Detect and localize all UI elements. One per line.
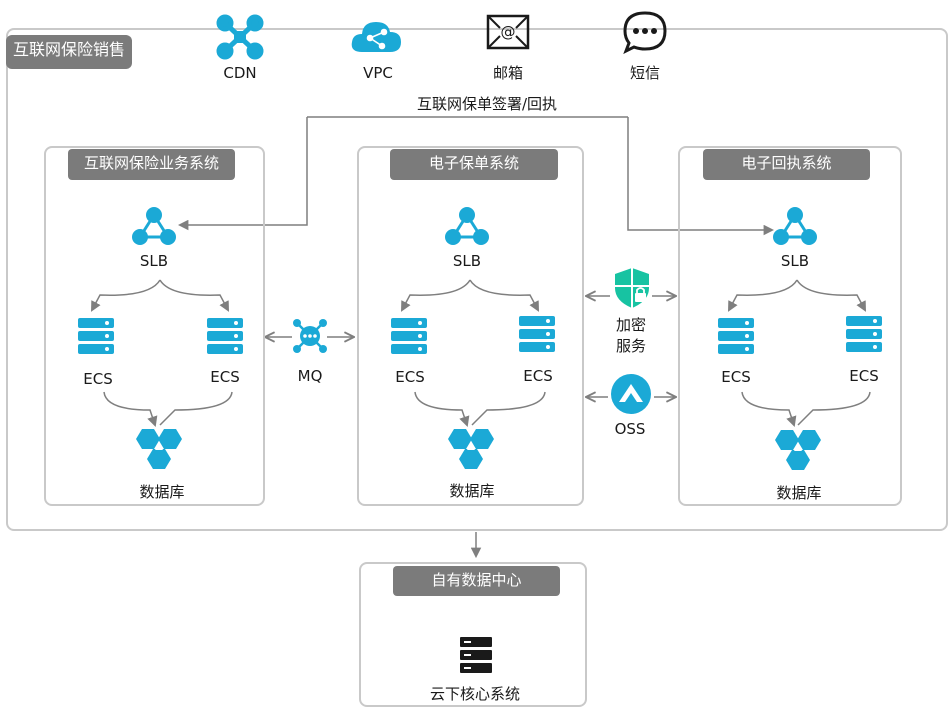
mq-label: MQ <box>297 367 323 385</box>
server-icon <box>78 318 114 354</box>
core-system-label: 云下核心系统 <box>429 685 521 703</box>
encrypt-service-label: 加密 服务 <box>615 316 646 355</box>
server-icon <box>519 316 555 352</box>
cdn-label: CDN <box>223 64 257 82</box>
sms-icon <box>623 11 667 54</box>
cdn-icon <box>216 14 264 60</box>
business-system-title: 互联网保险业务系统 <box>68 149 235 180</box>
outer-frame <box>6 28 948 531</box>
flow-to-receipt-slb <box>627 117 775 236</box>
ecs-label: ECS <box>395 368 425 386</box>
database-icon <box>775 430 821 470</box>
flow-to-business-slb <box>177 117 308 231</box>
slb-icon <box>773 207 817 245</box>
server-icon <box>207 318 243 354</box>
mail-label: 邮箱 <box>492 64 524 82</box>
shield-lock-icon <box>615 268 649 308</box>
datacenter-title: 自有数据中心 <box>393 566 560 596</box>
database-label: 数据库 <box>776 484 822 502</box>
slb-label: SLB <box>139 252 169 270</box>
receipt-system-frame <box>678 146 902 506</box>
policy-system-frame <box>357 146 584 506</box>
flow-label: 互联网保单签署/回执 <box>416 95 558 113</box>
slb-label: SLB <box>780 252 810 270</box>
svg-text:@: @ <box>501 23 516 41</box>
server-icon <box>391 318 427 354</box>
database-label: 数据库 <box>139 483 185 501</box>
slb-label: SLB <box>452 252 482 270</box>
oss-icon <box>611 374 651 414</box>
business-system-frame <box>44 146 265 506</box>
database-icon <box>136 429 182 469</box>
ecs-label: ECS <box>849 367 879 385</box>
receipt-system-title: 电子回执系统 <box>703 149 870 180</box>
database-label: 数据库 <box>449 482 495 500</box>
policy-system-title: 电子保单系统 <box>390 149 558 180</box>
ecs-label: ECS <box>721 368 751 386</box>
sms-label: 短信 <box>629 64 661 82</box>
ecs-label: ECS <box>523 367 553 385</box>
mq-icon <box>293 319 327 353</box>
vpc-icon <box>351 22 401 52</box>
vpc-label: VPC <box>363 64 393 82</box>
server-rack-icon <box>460 637 492 673</box>
mail-icon: @ <box>486 14 530 50</box>
slb-icon <box>445 207 489 245</box>
datacenter-frame <box>359 562 587 707</box>
outer-title: 互联网保险销售 <box>6 35 132 69</box>
ecs-label: ECS <box>83 370 113 388</box>
server-icon <box>846 316 882 352</box>
server-icon <box>718 318 754 354</box>
oss-label: OSS <box>614 420 646 438</box>
ecs-label: ECS <box>210 368 240 386</box>
database-icon <box>448 429 494 469</box>
slb-icon <box>132 207 176 245</box>
